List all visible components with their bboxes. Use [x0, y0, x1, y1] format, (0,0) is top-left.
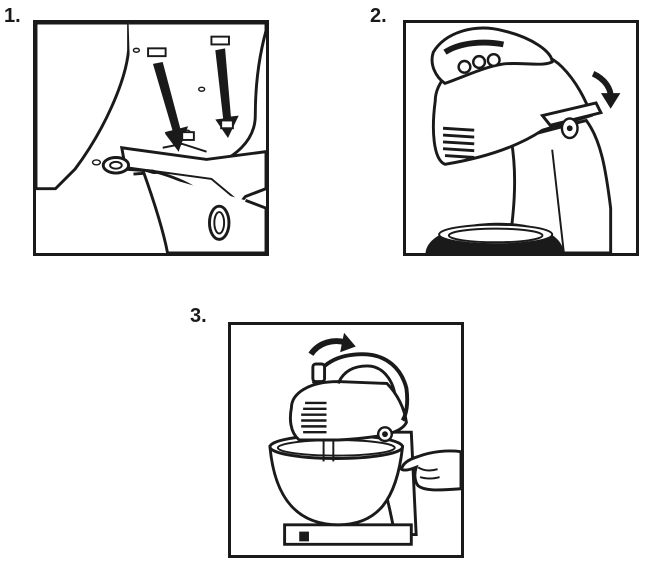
mixer-tilt-drawing: [425, 26, 621, 253]
step-1-illustration: [33, 20, 269, 256]
mixer-with-bowl-drawing: [268, 332, 461, 546]
mixer-attach-drawing: [36, 23, 266, 253]
step-3-number: 3.: [190, 305, 207, 327]
step-2-illustration: [403, 20, 639, 256]
step-1-number: 1.: [4, 5, 21, 27]
step-3-illustration: [228, 322, 464, 558]
step-2-number: 2.: [370, 5, 387, 27]
rotate-arrow: [308, 338, 347, 357]
tilt-arrow: [591, 71, 614, 97]
